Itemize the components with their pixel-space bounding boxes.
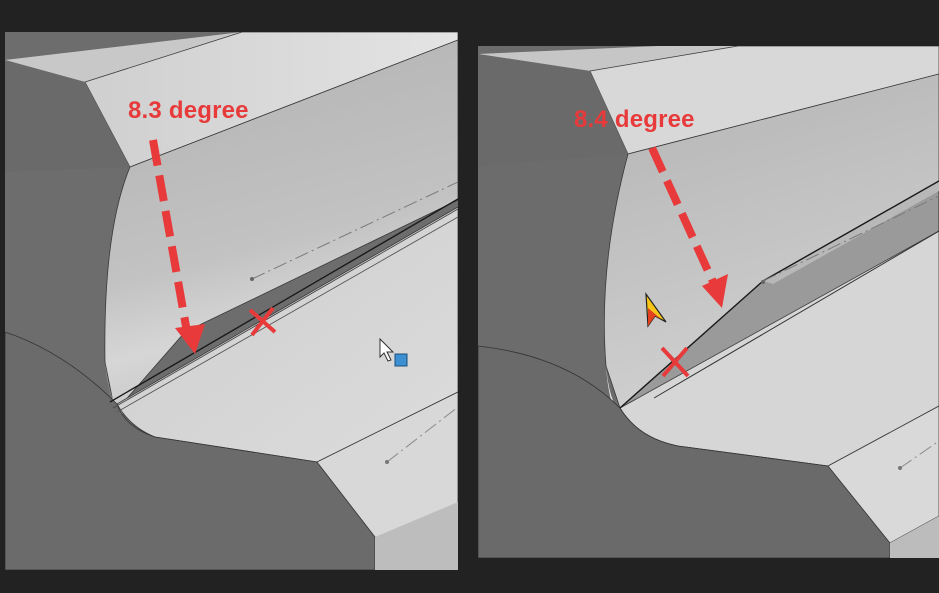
edge-line-3	[116, 216, 458, 413]
angle-arrow-head	[175, 324, 205, 354]
angle-arrow-shaft	[648, 146, 718, 286]
centerline-lower	[386, 406, 458, 463]
right-model-render	[478, 46, 939, 558]
right-viewport[interactable]: 8.4 degree	[478, 46, 939, 558]
edge-line-1	[619, 280, 764, 409]
lower-right-side	[375, 502, 458, 570]
centerline-upper	[762, 195, 939, 282]
angle-arrow-shaft	[149, 139, 191, 333]
top-chamfer-face	[84, 32, 458, 168]
profile-lower-dark	[5, 331, 376, 570]
centerline-point-lower	[898, 466, 902, 470]
top-chamfer-face	[589, 46, 939, 155]
orange-red-pointer-icon	[645, 291, 667, 328]
centerline-lower	[899, 440, 939, 469]
centerline-upper	[251, 181, 458, 280]
edge-line-1	[109, 198, 458, 403]
lower-right-face	[827, 405, 939, 544]
centerline-point-upper	[250, 277, 254, 281]
angle-arrow-head	[702, 274, 728, 308]
edge-line-2	[762, 180, 939, 282]
red-x-marker-icon	[660, 346, 690, 378]
centerline-point-lower	[385, 460, 389, 464]
edge-line-2	[112, 208, 458, 409]
left-model-render	[5, 32, 458, 570]
angle-label-left: 8.3 degree	[128, 97, 249, 124]
blue-square-badge-icon	[394, 353, 408, 367]
lower-right-side	[890, 516, 939, 558]
edge-line-3	[653, 230, 939, 399]
left-viewport[interactable]: 8.3 degree	[5, 32, 458, 570]
red-x-marker-icon	[248, 306, 277, 337]
angle-label-right: 8.4 degree	[574, 106, 695, 133]
profile-lower-dark	[478, 345, 891, 558]
profile-upper-dark	[5, 60, 130, 172]
mouse-pointer-icon	[379, 337, 395, 362]
profile-upper-dark	[478, 54, 628, 166]
centerline-point-upper	[761, 280, 765, 284]
